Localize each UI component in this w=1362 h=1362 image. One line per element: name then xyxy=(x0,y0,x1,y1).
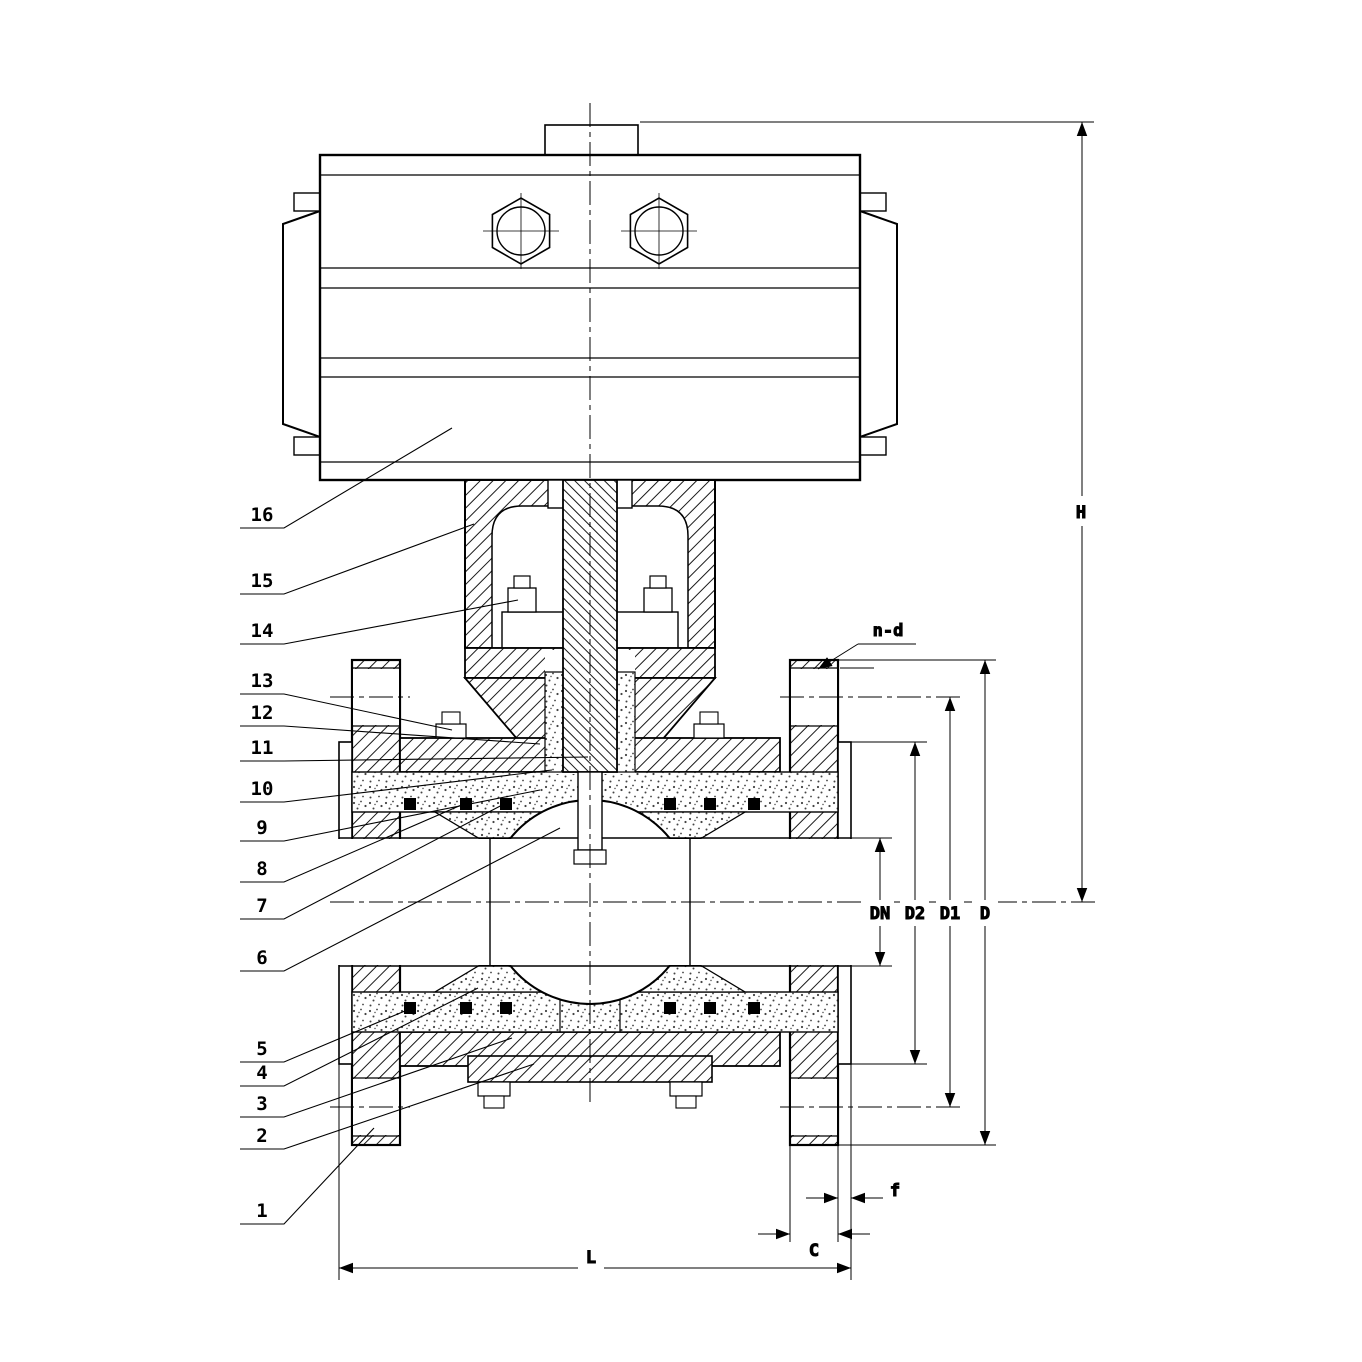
part-label-4: 4 xyxy=(240,987,479,1087)
gland-bolt-left xyxy=(507,587,537,613)
part-label-10: 10 xyxy=(240,769,553,803)
part-label-1: 1 xyxy=(240,1127,375,1225)
svg-text:12: 12 xyxy=(251,702,274,724)
svg-text:13: 13 xyxy=(251,670,274,692)
hex-bolt-left xyxy=(483,193,559,269)
svg-text:16: 16 xyxy=(251,504,274,526)
svg-text:3: 3 xyxy=(256,1093,267,1115)
gland-bolt-right xyxy=(643,587,673,613)
air-port-boss xyxy=(544,124,639,156)
hex-bolt-right xyxy=(621,193,697,269)
part-label-8: 8 xyxy=(240,802,467,883)
bottom-bolt-right xyxy=(669,1081,703,1097)
svg-text:1: 1 xyxy=(256,1200,267,1222)
svg-text:6: 6 xyxy=(256,947,267,969)
part-label-14: 14 xyxy=(240,599,519,645)
svg-text:8: 8 xyxy=(256,858,267,880)
dimensions: H n-d D D1 D2 xyxy=(338,121,1096,1280)
dim-f: f xyxy=(806,1064,901,1280)
svg-text:10: 10 xyxy=(251,778,274,800)
part-callouts: 16 15 14 13 12 11 10 9 xyxy=(240,427,589,1225)
dim-label-DN: DN xyxy=(870,904,890,924)
part-label-15: 15 xyxy=(240,523,475,595)
part-label-7: 7 xyxy=(240,802,507,920)
svg-text:2: 2 xyxy=(256,1125,267,1147)
part-label-5: 5 xyxy=(240,1007,413,1063)
svg-text:4: 4 xyxy=(256,1062,267,1084)
dim-D: D xyxy=(838,659,998,1146)
part-label-13: 13 xyxy=(240,670,453,731)
svg-text:11: 11 xyxy=(251,737,274,759)
dim-L: L xyxy=(338,1064,851,1280)
dim-DN: DN xyxy=(851,837,894,967)
packing-right xyxy=(616,671,636,773)
dim-H: H xyxy=(640,121,1096,902)
part-label-3: 3 xyxy=(240,1037,513,1118)
part-label-12: 12 xyxy=(240,702,541,745)
dim-label-D2: D2 xyxy=(905,904,925,924)
cover-bolt-right xyxy=(693,723,725,739)
part-label-16: 16 xyxy=(240,427,453,529)
part-label-11: 11 xyxy=(240,737,589,762)
dim-D2: D2 xyxy=(851,741,929,1065)
bottom-bolt-left xyxy=(477,1081,511,1097)
dim-label-H: H xyxy=(1076,503,1086,523)
dim-label-D1: D1 xyxy=(940,904,960,924)
dim-D1: D1 xyxy=(936,697,964,1107)
svg-text:15: 15 xyxy=(251,570,274,592)
dim-C: C xyxy=(758,1145,870,1262)
svg-text:7: 7 xyxy=(256,895,267,917)
cover-bolt-left xyxy=(435,723,467,739)
centerlines xyxy=(330,103,1096,1108)
svg-text:14: 14 xyxy=(251,620,274,642)
dim-label-D: D xyxy=(980,904,990,924)
dim-label-L: L xyxy=(586,1248,596,1268)
svg-text:9: 9 xyxy=(256,817,267,839)
dim-n-d: n-d xyxy=(817,621,916,670)
part-label-2: 2 xyxy=(240,1063,535,1150)
seal-rings xyxy=(404,798,760,1014)
dim-label-f: f xyxy=(890,1181,900,1201)
part-label-6: 6 xyxy=(240,827,561,972)
dim-label-C: C xyxy=(809,1241,819,1261)
part-label-9: 9 xyxy=(240,789,541,842)
dim-label-n-d: n-d xyxy=(873,621,904,641)
svg-text:5: 5 xyxy=(256,1038,267,1060)
